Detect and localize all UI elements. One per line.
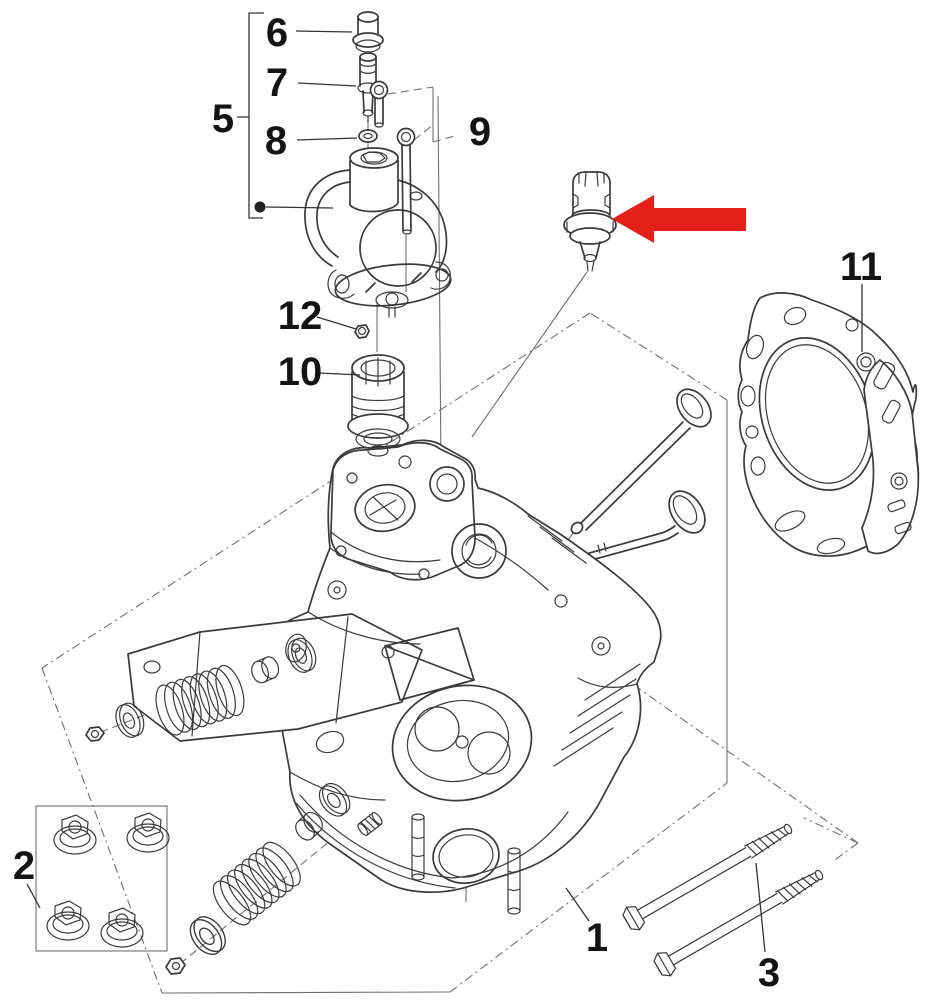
washer-8 xyxy=(358,129,378,143)
callout-leaders xyxy=(26,12,863,953)
cover-bolts-9 xyxy=(369,80,416,235)
callout-labels: 1 2 3 5 6 7 8 9 10 11 12 xyxy=(13,11,882,995)
thermostat-cover xyxy=(304,147,452,318)
callout-11: 11 xyxy=(840,245,882,289)
callout-9: 9 xyxy=(469,110,491,154)
callout-5: 5 xyxy=(212,97,234,141)
callout-3: 3 xyxy=(758,951,780,995)
cylinder-head xyxy=(127,439,662,894)
callout-12: 12 xyxy=(278,294,323,338)
valve-spring-set-lower xyxy=(165,777,383,975)
valve-spring-set-upper xyxy=(85,634,321,742)
head-studs-and-oring xyxy=(411,813,521,915)
vent-nut-12 xyxy=(354,324,370,339)
callout-10: 10 xyxy=(278,350,323,394)
head-bolts xyxy=(619,815,829,980)
intake-valve xyxy=(570,388,712,535)
head-gasket xyxy=(737,292,920,557)
callout-8: 8 xyxy=(265,119,287,163)
red-arrow xyxy=(612,195,746,243)
callout-1: 1 xyxy=(586,916,608,960)
highlight-arrow xyxy=(612,195,746,243)
temperature-sensor xyxy=(563,171,617,272)
callout-7: 7 xyxy=(266,61,288,105)
flange-nuts-box xyxy=(35,805,170,952)
callout-6: 6 xyxy=(266,11,288,55)
filler-cap-6 xyxy=(352,11,384,53)
thermostat-10 xyxy=(347,354,409,457)
callout-2: 2 xyxy=(13,844,35,888)
